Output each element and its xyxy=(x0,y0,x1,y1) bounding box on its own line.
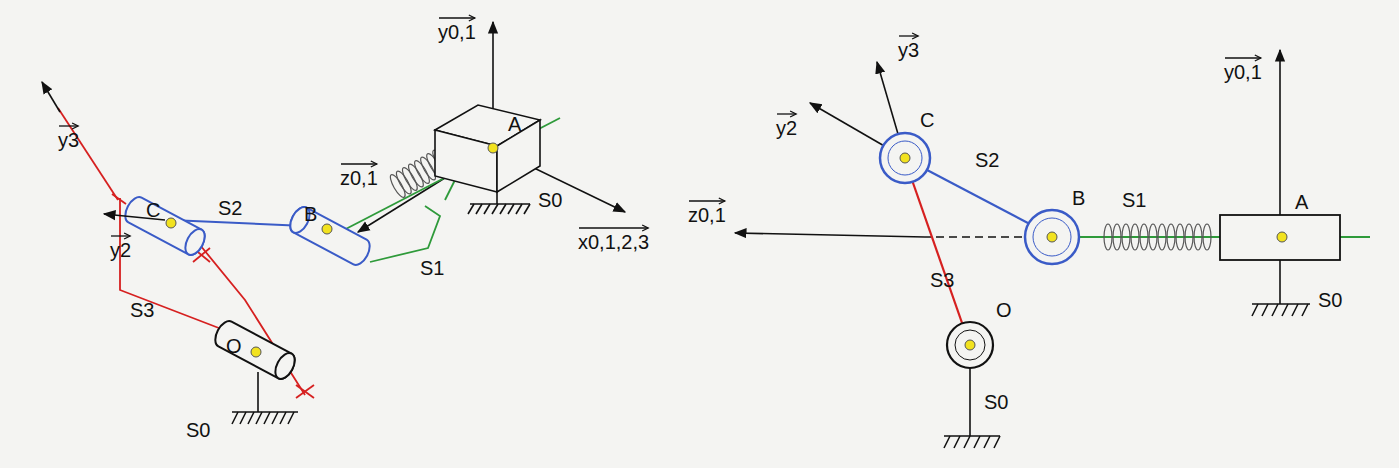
link-s3 xyxy=(58,108,314,398)
vector-arrowhead xyxy=(719,198,725,204)
cylinder-joint xyxy=(121,194,208,258)
vector-arrow xyxy=(1225,57,1261,58)
vector-name: y3 xyxy=(58,130,79,150)
pivot-dot xyxy=(1277,232,1287,242)
part-label: S0 xyxy=(186,420,210,440)
part-label: S2 xyxy=(975,150,999,170)
vector-arrow xyxy=(579,227,648,228)
part-label: O xyxy=(226,336,242,356)
part-label: O xyxy=(996,300,1012,320)
pivot-dot xyxy=(1047,232,1057,242)
vector-arrow xyxy=(777,113,796,114)
part-label: S1 xyxy=(420,258,444,278)
spring xyxy=(1104,224,1211,250)
vector-arrowhead xyxy=(790,111,796,117)
part-label: C xyxy=(920,110,934,130)
vector-arrow xyxy=(689,200,725,201)
ground-symbol xyxy=(232,372,298,424)
slider-box xyxy=(435,105,540,192)
vector-arrow xyxy=(899,35,918,36)
vector-name: y3 xyxy=(898,40,919,60)
pivot-dot xyxy=(251,347,261,357)
pivot-dot xyxy=(965,340,975,350)
y3-axis xyxy=(42,82,60,112)
vector-arrowhead xyxy=(124,233,130,239)
link-s1 xyxy=(340,118,560,262)
part-label: S3 xyxy=(930,270,954,290)
vector-arrowhead xyxy=(469,15,475,21)
part-label: S3 xyxy=(130,300,154,320)
link-s2 xyxy=(908,160,1045,232)
vector-arrowhead xyxy=(642,225,648,231)
vector-name: y2 xyxy=(776,118,797,138)
z-axis-dashed xyxy=(925,236,1022,238)
z-axis xyxy=(735,233,925,237)
cylinder-joint xyxy=(211,318,298,382)
vector-arrowhead xyxy=(1255,55,1261,61)
pivot-dot xyxy=(322,224,332,234)
vector-name: z0,1 xyxy=(340,168,378,188)
ground-symbol xyxy=(1252,260,1310,316)
pivot-dot xyxy=(488,143,498,153)
vector-arrowhead xyxy=(371,161,377,167)
vector-name: y0,1 xyxy=(1224,62,1262,82)
vector-arrow xyxy=(341,163,377,164)
part-label: S0 xyxy=(538,190,562,210)
part-label: A xyxy=(508,114,521,134)
pivot-dot xyxy=(900,153,910,163)
cylinder-joint xyxy=(286,204,373,268)
revolute-joint xyxy=(1033,218,1071,256)
part-label: S0 xyxy=(1318,290,1342,310)
part-label: C xyxy=(146,200,160,220)
part-label: B xyxy=(1072,188,1085,208)
part-label: S1 xyxy=(1122,190,1146,210)
y-axis xyxy=(1279,50,1281,237)
vector-arrow xyxy=(439,17,475,18)
revolute-joint xyxy=(1025,210,1079,264)
revolute-joint xyxy=(888,141,922,175)
revolute-joint xyxy=(955,330,985,360)
part-label: B xyxy=(304,204,317,224)
vector-arrow xyxy=(111,235,130,236)
ground-symbol xyxy=(468,192,530,214)
pivot-dot xyxy=(166,218,176,228)
vector-name: y0,1 xyxy=(438,22,476,42)
part-label: A xyxy=(1295,192,1308,212)
part-label: S2 xyxy=(218,198,242,218)
vector-name: y2 xyxy=(110,240,131,260)
vector-name: x0,1,2,3 xyxy=(578,232,649,252)
vector-name: z0,1 xyxy=(688,205,726,225)
part-label: S0 xyxy=(984,392,1008,412)
slider-box xyxy=(1220,215,1340,260)
revolute-joint xyxy=(880,133,930,183)
revolute-joint xyxy=(947,322,993,368)
vector-arrow xyxy=(59,125,78,126)
vector-arrowhead xyxy=(912,33,918,39)
link-s3 xyxy=(905,160,968,340)
vector-arrowhead xyxy=(72,123,78,129)
